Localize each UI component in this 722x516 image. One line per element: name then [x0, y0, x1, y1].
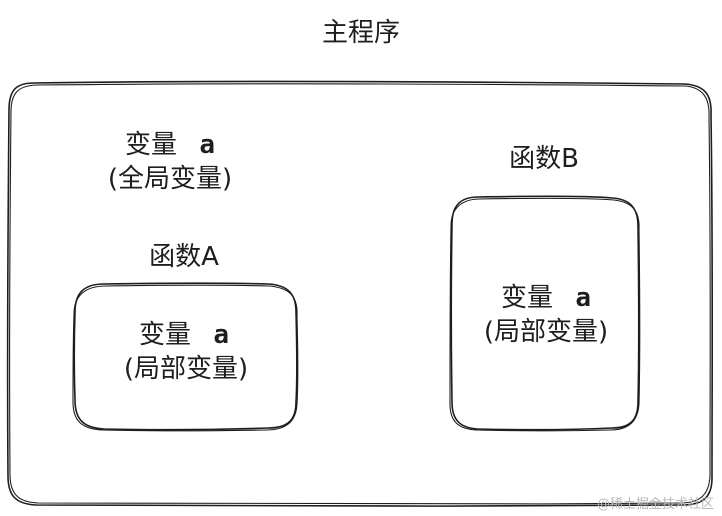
function-b-title: 函数B	[509, 144, 579, 174]
function-a-variable-scope: (局部变量)	[123, 354, 249, 384]
function-b-box	[449, 195, 641, 432]
function-b-variable-scope: (局部变量)	[483, 317, 609, 347]
global-variable-name: a	[199, 130, 215, 160]
function-b-variable-line: 变量 a	[466, 281, 626, 315]
function-a-variable-line: 变量 a	[104, 318, 264, 352]
function-a-title: 函数A	[149, 242, 219, 272]
global-variable-scope: (全局变量)	[107, 164, 233, 194]
main-program-box	[6, 80, 714, 507]
global-variable-label: 变量	[125, 130, 178, 160]
function-a-box	[72, 282, 299, 432]
global-variable-line: 变量 a	[90, 128, 250, 162]
function-a-variable-label: 变量	[139, 320, 192, 350]
watermark-text: @稀土掘金技术社区	[596, 497, 714, 512]
function-b-variable-name: a	[575, 283, 591, 313]
function-b-variable-label: 变量	[501, 283, 554, 313]
function-a-variable-name: a	[213, 320, 229, 350]
main-program-title: 主程序	[321, 18, 400, 48]
